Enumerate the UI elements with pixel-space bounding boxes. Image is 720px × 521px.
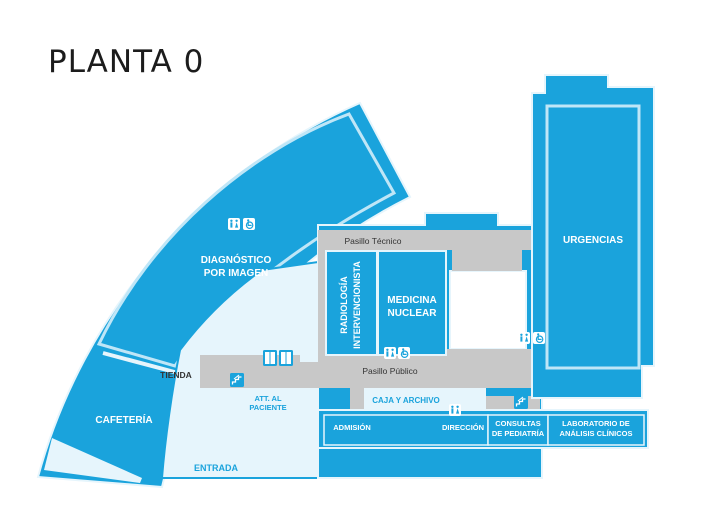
restroom-icon [384, 347, 396, 359]
laboratorio-room [547, 414, 645, 446]
restroom-icon [518, 332, 530, 344]
diagnostico-label-2: POR IMAGEN [204, 268, 268, 279]
caja-label: CAJA Y ARCHIVO [372, 396, 440, 405]
tienda-label: TIENDA [160, 370, 192, 380]
pediatria-label-2: DE PEDIATRÍA [492, 429, 545, 438]
curved-wing-divider [102, 351, 183, 376]
radiologia-label-2: INTERVENCIONISTA [352, 261, 362, 349]
restroom-icon [449, 404, 461, 416]
cafeteria-label: CAFETERÍA [95, 413, 152, 426]
pasillo-tecnico-corridor [318, 230, 542, 250]
diagnostico-room [96, 112, 397, 368]
pediatria-label-1: CONSULTAS [495, 419, 541, 428]
direccion-label: DIRECCIÓN [442, 423, 484, 432]
corridor-down-link [350, 388, 364, 410]
entrada-label: ENTRADA [194, 463, 238, 473]
stairs-icon [513, 394, 529, 410]
corridor-vertical-left [318, 250, 326, 378]
medicina-label-2: NUCLEAR [388, 308, 438, 319]
urgencias-label: URGENCIAS [563, 235, 623, 246]
accessible-icon [532, 331, 546, 345]
elevator-icon [279, 350, 293, 366]
radiologia-label-1: RADIOLOGÍA [339, 276, 349, 334]
medicina-label-1: MEDICINA [387, 295, 436, 306]
elevator-icon [263, 350, 277, 366]
diagnostico-label-1: DIAGNÓSTICO [201, 253, 272, 266]
att-label-2: PACIENTE [249, 403, 286, 412]
floor-title: PLANTA 0 [48, 44, 205, 80]
admision-room [323, 414, 489, 446]
att-label-1: ATT. AL [254, 394, 281, 403]
corridor-right-link [452, 250, 522, 271]
courtyard [449, 270, 527, 350]
pasillo-publico-label: Pasillo Público [362, 366, 418, 376]
medicina-nuclear-room [377, 250, 447, 356]
pediatria-room [487, 414, 549, 446]
restroom-icon [228, 218, 240, 230]
pasillo-tecnico-label: Pasillo Técnico [344, 236, 401, 246]
accessible-icon [397, 346, 411, 360]
accessible-icon [242, 217, 256, 231]
laboratorio-label-2: ANÁLISIS CLÍNICOS [560, 429, 633, 438]
curved-wing-tip [44, 438, 142, 483]
stairs-icon [229, 372, 245, 388]
urgencias-room [545, 104, 641, 370]
laboratorio-label-1: LABORATORIO DE [562, 419, 630, 428]
admision-label: ADMISIÓN [333, 423, 371, 432]
